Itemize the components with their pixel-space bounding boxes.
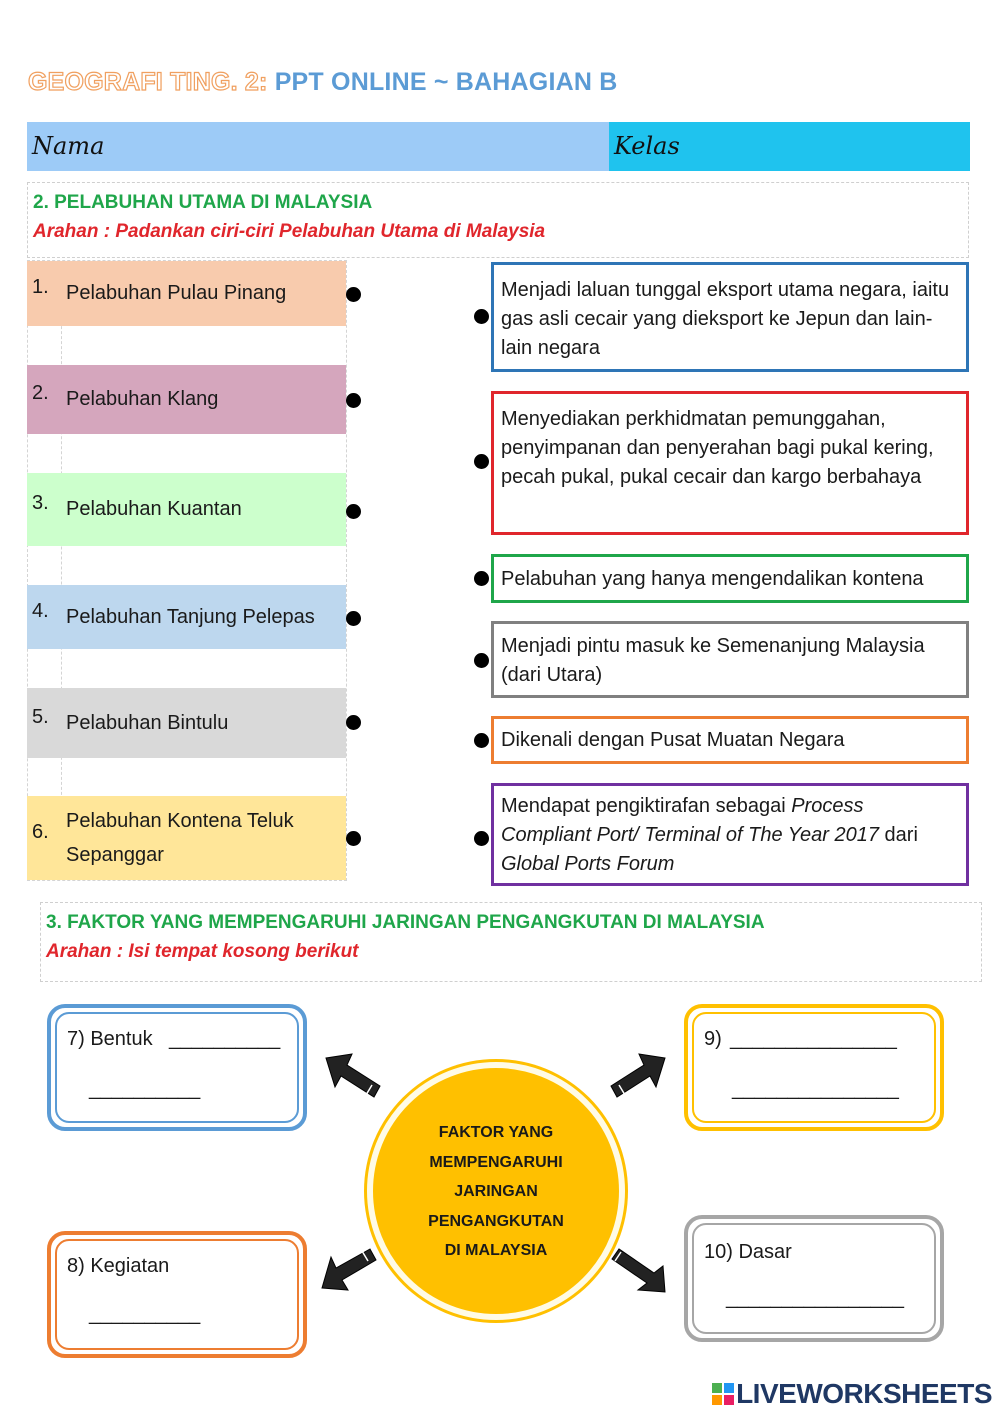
port-name: Pelabuhan Bintulu bbox=[66, 712, 229, 734]
class-field[interactable]: Kelas bbox=[609, 122, 970, 171]
ports-column bbox=[27, 260, 347, 881]
description-box-4: Menjadi pintu masuk ke Semenanjung Malay… bbox=[491, 621, 969, 698]
brand-name: LIVEWORKSHEETS bbox=[736, 1378, 992, 1409]
answer-blank-7a[interactable]: __________ bbox=[169, 1028, 281, 1050]
factor-box-inner bbox=[55, 1012, 299, 1123]
worksheet-title: GEOGRAFI TING. 2: PPT ONLINE ~ BAHAGIAN … bbox=[27, 67, 618, 97]
description-text-italic: Process Compliant Port/ Terminal of The … bbox=[501, 795, 879, 846]
port-item-5[interactable]: 5. Pelabuhan Bintulu bbox=[27, 688, 346, 758]
class-label: Kelas bbox=[614, 132, 680, 160]
description-text: Menjadi laluan tunggal eksport utama neg… bbox=[501, 279, 950, 359]
section2-header: 2. PELABUHAN UTAMA DI MALAYSIA Arahan : … bbox=[27, 182, 969, 258]
description-box-1: Menjadi laluan tunggal eksport utama neg… bbox=[491, 262, 969, 372]
match-dot-left-1[interactable] bbox=[346, 287, 361, 302]
port-number: 3. bbox=[32, 492, 49, 514]
arrow-up-right-icon bbox=[610, 1053, 666, 1098]
section2-instruction: Arahan : Padankan ciri-ciri Pelabuhan Ut… bbox=[33, 221, 546, 242]
match-dot-left-6[interactable] bbox=[346, 831, 361, 846]
arrow-down-right-icon bbox=[611, 1248, 666, 1293]
port-item-4[interactable]: 4. Pelabuhan Tanjung Pelepas bbox=[27, 585, 346, 649]
answer-blank-8[interactable]: __________ bbox=[89, 1303, 201, 1325]
match-dot-right-1[interactable] bbox=[474, 309, 489, 324]
factor-box-dasar: 10) Dasar ________________ bbox=[684, 1215, 944, 1342]
match-dot-right-4[interactable] bbox=[474, 653, 489, 668]
description-box-2: Menyediakan perkhidmatan pemunggahan, pe… bbox=[491, 391, 969, 535]
answer-blank-9b[interactable]: _______________ bbox=[732, 1078, 899, 1100]
answer-blank-7b[interactable]: __________ bbox=[89, 1078, 201, 1100]
match-dot-left-4[interactable] bbox=[346, 611, 361, 626]
liveworksheets-brand: LIVEWORKSHEETS bbox=[712, 1378, 992, 1410]
factor-box-inner bbox=[55, 1239, 299, 1350]
port-number: 2. bbox=[32, 382, 49, 404]
match-dot-right-6[interactable] bbox=[474, 831, 489, 846]
factor-box-inner bbox=[692, 1012, 936, 1123]
port-item-6[interactable]: 6. Pelabuhan Kontena Teluk Sepanggar bbox=[27, 796, 346, 880]
section3-instruction: Arahan : Isi tempat kosong berikut bbox=[46, 941, 359, 962]
port-name: Pelabuhan Kuantan bbox=[66, 498, 242, 520]
answer-blank-9a[interactable]: _______________ bbox=[730, 1028, 897, 1050]
port-number: 4. bbox=[32, 600, 49, 622]
answer-blank-10[interactable]: ________________ bbox=[726, 1287, 904, 1309]
factor-box-9: 9) _______________ _______________ bbox=[684, 1004, 944, 1131]
port-number: 6. bbox=[32, 821, 49, 843]
factor-label: 9) bbox=[704, 1028, 722, 1050]
description-text-part: dari bbox=[879, 824, 918, 846]
factor-label: 10) Dasar bbox=[704, 1241, 792, 1263]
description-text: Menjadi pintu masuk ke Semenanjung Malay… bbox=[501, 635, 925, 686]
description-text-part: Mendapat pengiktirafan sebagai bbox=[501, 795, 792, 817]
match-dot-left-5[interactable] bbox=[346, 715, 361, 730]
description-text: Menyediakan perkhidmatan pemunggahan, pe… bbox=[501, 408, 934, 488]
description-box-6: Mendapat pengiktirafan sebagai Process C… bbox=[491, 783, 969, 886]
arrow-up-left-icon bbox=[325, 1053, 381, 1098]
port-item-1[interactable]: 1. Pelabuhan Pulau Pinang bbox=[27, 261, 346, 326]
factor-label: 8) Kegiatan bbox=[67, 1255, 170, 1277]
name-field[interactable]: Nama bbox=[27, 122, 609, 171]
port-name: Pelabuhan Pulau Pinang bbox=[66, 282, 287, 304]
title-subject: GEOGRAFI TING. 2: bbox=[27, 67, 268, 96]
port-name: Pelabuhan Kontena Teluk Sepanggar bbox=[66, 810, 294, 866]
match-dot-right-5[interactable] bbox=[474, 733, 489, 748]
match-dot-right-2[interactable] bbox=[474, 454, 489, 469]
match-dot-left-3[interactable] bbox=[346, 504, 361, 519]
factor-box-kegiatan: 8) Kegiatan __________ bbox=[47, 1231, 307, 1358]
description-text-italic: Global Ports Forum bbox=[501, 853, 675, 875]
match-dot-right-3[interactable] bbox=[474, 571, 489, 586]
match-dot-left-2[interactable] bbox=[346, 393, 361, 408]
description-text: Dikenali dengan Pusat Muatan Negara bbox=[501, 729, 845, 751]
description-text: Pelabuhan yang hanya mengendalikan konte… bbox=[501, 568, 924, 590]
central-topic-circle: FAKTOR YANG MEMPENGARUHI JARINGAN PENGAN… bbox=[367, 1062, 625, 1320]
port-name: Pelabuhan Tanjung Pelepas bbox=[66, 606, 315, 628]
port-item-3[interactable]: 3. Pelabuhan Kuantan bbox=[27, 473, 346, 546]
section2-title: 2. PELABUHAN UTAMA DI MALAYSIA bbox=[33, 192, 373, 213]
column-divider bbox=[61, 261, 62, 880]
description-box-5: Dikenali dengan Pusat Muatan Negara bbox=[491, 716, 969, 764]
factor-box-inner bbox=[692, 1223, 936, 1334]
port-item-2[interactable]: 2. Pelabuhan Klang bbox=[27, 365, 346, 434]
port-number: 1. bbox=[32, 276, 49, 298]
arrow-down-left-icon bbox=[321, 1248, 377, 1291]
central-topic-text: FAKTOR YANG MEMPENGARUHI JARINGAN PENGAN… bbox=[428, 1124, 564, 1259]
port-name: Pelabuhan Klang bbox=[66, 388, 219, 410]
liveworksheets-logo-icon bbox=[712, 1383, 735, 1405]
description-box-3: Pelabuhan yang hanya mengendalikan konte… bbox=[491, 554, 969, 603]
factor-label: 7) Bentuk bbox=[67, 1028, 153, 1050]
factor-box-bentuk: 7) Bentuk __________ __________ bbox=[47, 1004, 307, 1131]
title-topic: PPT ONLINE ~ BAHAGIAN B bbox=[274, 68, 618, 96]
section3-title: 3. FAKTOR YANG MEMPENGARUHI JARINGAN PEN… bbox=[46, 912, 765, 933]
port-number: 5. bbox=[32, 706, 49, 728]
section3-header: 3. FAKTOR YANG MEMPENGARUHI JARINGAN PEN… bbox=[40, 902, 982, 982]
name-label: Nama bbox=[32, 132, 105, 160]
